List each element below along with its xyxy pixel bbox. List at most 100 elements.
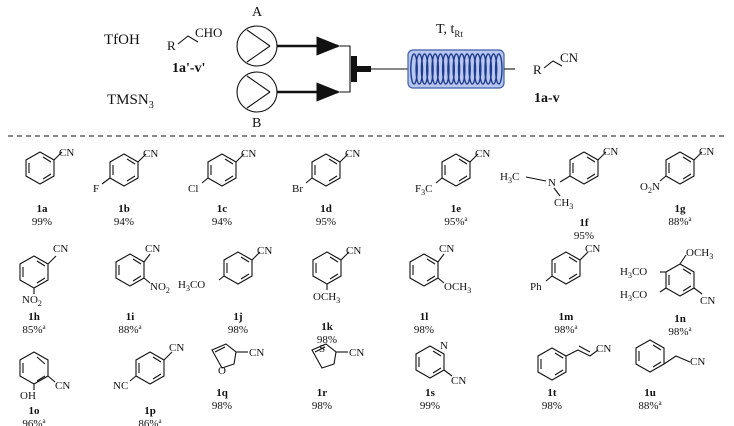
compound-id-1e: 1e (451, 203, 462, 215)
product-r-label: R (533, 62, 542, 77)
svg-text:F: F (93, 183, 99, 195)
svg-text:NC: NC (113, 380, 128, 392)
svg-text:Ph: Ph (530, 281, 542, 293)
flow-scheme: TfOH R CHO 1a'-v' TMSN3 A B (104, 5, 579, 131)
svg-text:CN: CN (55, 380, 70, 392)
structure-1j: CN H3CO (178, 245, 272, 293)
compound-yield-1k: 98% (317, 334, 337, 346)
coil-loop (478, 53, 487, 85)
svg-text:OCH3: OCH3 (686, 247, 713, 261)
compound-id-1g: 1g (675, 203, 687, 215)
structure-1i: CN NO2 (115, 243, 170, 295)
coil-reactor (407, 49, 505, 89)
svg-text:S: S (319, 343, 325, 355)
compound-id-1r: 1r (317, 387, 328, 399)
pump-a: A (236, 5, 278, 67)
svg-text:CN: CN (475, 148, 490, 160)
yield-footnote-1h: a (43, 323, 47, 331)
structure-1r: CN S (311, 343, 364, 369)
structure-1t: CN (537, 343, 611, 381)
svg-text:CN: CN (346, 245, 361, 257)
structure-1l: CN OCH3 (409, 243, 471, 295)
svg-text:Cl: Cl (188, 183, 198, 195)
coil-loop (431, 53, 440, 85)
yield-footnote-1e: a (465, 215, 469, 223)
compound-id-1u: 1u (644, 387, 656, 399)
feed-lines-join (340, 45, 351, 93)
compound-id-1b: 1b (118, 203, 130, 215)
structure-1q: CN O (211, 343, 264, 377)
compound-yield-1o: 96%a (22, 417, 46, 426)
compound-yield-1e: 95%a (444, 215, 468, 228)
compound-yield-1i: 88%a (118, 323, 142, 336)
coil-loop (415, 53, 424, 85)
compound-yield-1g: 88%a (668, 215, 692, 228)
compound-id-1h: 1h (28, 311, 40, 323)
compound-id-1o: 1o (29, 405, 41, 417)
svg-text:CN: CN (345, 148, 360, 160)
svg-text:CN: CN (451, 375, 466, 387)
coil-loop (410, 53, 418, 85)
aldehyde-r-label: R (167, 38, 176, 53)
svg-text:CN: CN (439, 243, 454, 255)
svg-text:CN: CN (349, 347, 364, 359)
coil-loop (447, 53, 455, 85)
compound-id-1p: 1p (144, 405, 156, 417)
compound-id-1n: 1n (674, 313, 686, 325)
compound-structures: CN CN F CN Cl CN Br (19, 146, 715, 402)
yield-footnote-1p: a (159, 417, 163, 425)
svg-text:CN: CN (169, 342, 184, 354)
svg-text:O2N: O2N (640, 181, 660, 195)
coil-loop (436, 53, 445, 85)
coil-loop (494, 53, 503, 85)
compound-id-1s: 1s (425, 387, 436, 399)
svg-text:Br: Br (292, 183, 303, 195)
compound-yield-1t: 98% (542, 400, 562, 412)
svg-text:OH: OH (20, 390, 36, 402)
pump-b: B (236, 71, 278, 131)
compound-id-1l: 1l (420, 311, 429, 323)
svg-text:CN: CN (690, 356, 705, 368)
svg-text:CH3: CH3 (554, 197, 573, 211)
pump-a-label: A (252, 5, 263, 20)
structure-1e: CN F3C (415, 148, 490, 197)
coil-loop (420, 53, 429, 85)
compound-yield-1a: 99% (32, 216, 52, 228)
product-structure: R CN (533, 50, 579, 77)
svg-text:CN: CN (603, 146, 618, 158)
svg-text:N: N (548, 177, 556, 189)
coil-loop (441, 53, 450, 85)
tmsn3-label: TMSN3 (107, 92, 154, 111)
svg-text:OCH3: OCH3 (313, 291, 340, 305)
structure-1p: CN NC (113, 342, 184, 392)
structure-1g: CN O2N (640, 146, 714, 195)
structure-1d: CN Br (292, 148, 360, 195)
pump-b-label: B (252, 116, 261, 131)
compound-yield-1d: 95% (316, 216, 336, 228)
yield-footnote-1n: a (689, 325, 693, 333)
structure-1c: CN Cl (188, 148, 256, 195)
compound-yield-1m: 98%a (554, 323, 578, 336)
structure-1h: CN NO2 (19, 243, 68, 308)
svg-text:NO2: NO2 (22, 294, 42, 308)
product-id-label: 1a-v (534, 91, 560, 106)
svg-text:CN: CN (249, 347, 264, 359)
compound-yield-1n: 98%a (668, 325, 692, 338)
coil-loop (484, 53, 493, 85)
svg-text:CN: CN (257, 245, 272, 257)
svg-text:H3CO: H3CO (620, 266, 647, 280)
t-mixer (351, 56, 371, 82)
svg-text:O: O (218, 365, 226, 377)
compound-yield-1s: 99% (420, 400, 440, 412)
structure-1k: CN OCH3 (312, 245, 361, 305)
structure-1a: CN (25, 147, 74, 185)
structure-1m: CN Ph (530, 243, 600, 293)
compound-yield-1q: 98% (212, 400, 232, 412)
tfoh-label: TfOH (104, 32, 140, 48)
coil-loop (473, 53, 482, 85)
coil-loop (468, 53, 477, 85)
compound-yield-1h: 85%a (22, 323, 46, 336)
compound-yield-1c: 94% (212, 216, 232, 228)
compound-yield-1u: 88%a (638, 399, 662, 412)
